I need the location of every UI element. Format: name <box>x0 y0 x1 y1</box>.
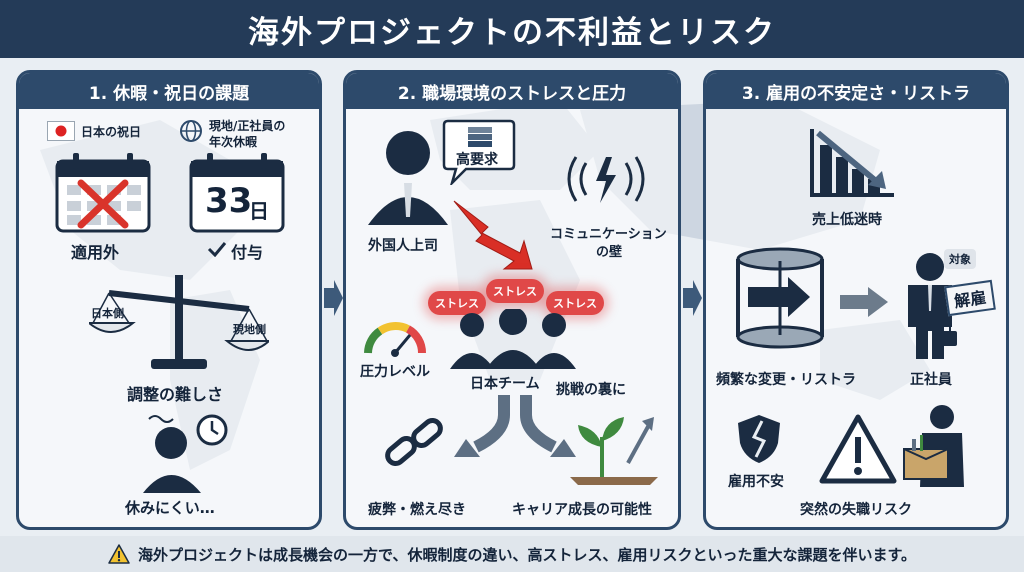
japan-holiday-label: 日本の祝日 <box>81 125 142 139</box>
stress-tag-1: ストレス <box>428 291 486 315</box>
communication-label-2: の壁 <box>596 245 623 260</box>
broken-shield-icon <box>738 415 780 463</box>
burnout-label: 疲弊・燃え尽き <box>368 502 466 518</box>
job-loss-label: 突然の失職リスク <box>800 502 912 518</box>
globe-icon <box>180 120 202 142</box>
right-arrow-icon <box>840 287 888 317</box>
panel-holidays: 1. 休暇・祝日の課題 日本の祝日 現地/正社員の 年次休暇 適用外 33 日 … <box>16 70 322 530</box>
money-stack-icon <box>468 127 492 147</box>
lightning-arrow-icon <box>453 200 533 270</box>
warning-icon <box>108 544 130 564</box>
team-label: 日本チーム <box>470 376 540 392</box>
split-arrow-icon <box>454 395 576 457</box>
briefcase-icon <box>933 325 957 346</box>
scale-left-label: 日本側 <box>91 307 124 320</box>
pressure-gauge-icon <box>364 322 427 357</box>
broken-chain-icon <box>385 418 443 466</box>
communication-label-1: コミュニケーション <box>550 227 667 242</box>
signal-waves-icon <box>567 156 645 203</box>
calendar-x-icon <box>55 153 151 233</box>
leave-days-number: 33 <box>205 181 253 221</box>
panel-heading: 3. 雇用の不安定さ・リストラ <box>706 73 1006 109</box>
leave-days-unit: 日 <box>249 199 269 223</box>
local-leave-label-2: 年次休暇 <box>209 135 258 149</box>
stress-tag-3: ストレス <box>546 291 604 315</box>
hard-to-rest-label: 休みにくい… <box>125 499 215 517</box>
warning-triangle-icon <box>819 414 897 484</box>
box-carrier-icon <box>903 405 964 487</box>
footer-text: 海外プロジェクトは成長機会の一方で、休暇制度の違い、高ストレス、雇用リスクといっ… <box>138 545 916 564</box>
speech-bubble <box>442 119 516 185</box>
checkmark-icon <box>207 242 227 257</box>
high-demand-label: 高要求 <box>456 152 498 168</box>
clock-icon <box>196 414 228 446</box>
calendar-33-icon <box>189 153 285 233</box>
declining-chart-icon <box>810 129 894 197</box>
panel-job-insecurity: 3. 雇用の不安定さ・リストラ 売上低迷時 頻繁な変更・リストラ 対象 解雇 正… <box>703 70 1009 530</box>
not-applicable-label: 適用外 <box>71 243 120 262</box>
boss-icon <box>368 131 448 225</box>
stress-tag-2: ストレス <box>486 279 544 303</box>
panel-workplace-stress: 2. 職場環境のストレスと圧力 外国人上司 高要求 コミュニケーション の壁 ス… <box>343 70 681 530</box>
japan-flag-icon <box>47 121 75 141</box>
restructure-label: 頻繁な変更・リストラ <box>716 372 856 388</box>
boss-label: 外国人上司 <box>368 238 438 254</box>
scale-right-label: 現地側 <box>233 323 266 336</box>
arrow-right-icon <box>683 280 702 316</box>
stressed-person-icon <box>143 415 201 493</box>
panel-heading: 1. 休暇・祝日の課題 <box>19 73 319 109</box>
adjustment-label: 調整の難しさ <box>127 385 224 404</box>
pressure-label: 圧力レベル <box>360 364 430 380</box>
sprout-icon <box>570 417 658 485</box>
arrow-right-icon <box>324 280 343 316</box>
footer-note: 海外プロジェクトは成長機会の一方で、休暇制度の違い、高ストレス、雇用リスクといっ… <box>0 536 1024 572</box>
revolving-door-icon <box>736 247 824 349</box>
local-leave-label-1: 現地/正社員の <box>209 119 286 133</box>
employee-label: 正社員 <box>910 372 952 388</box>
granted-label: 付与 <box>231 243 264 262</box>
target-tag: 対象 <box>944 249 976 269</box>
page-title: 海外プロジェクトの不利益とリスク <box>248 14 776 51</box>
title-banner: 海外プロジェクトの不利益とリスク <box>0 0 1024 58</box>
dismissal-sign: 解雇 <box>944 279 996 317</box>
challenge-label: 挑戦の裏に <box>556 382 626 398</box>
panel-heading: 2. 職場環境のストレスと圧力 <box>346 73 678 109</box>
insecurity-label: 雇用不安 <box>728 474 784 490</box>
team-icon <box>450 309 576 369</box>
balance-scale-icon <box>89 275 269 369</box>
career-label: キャリア成長の可能性 <box>512 502 652 518</box>
sales-label: 売上低迷時 <box>812 212 882 228</box>
